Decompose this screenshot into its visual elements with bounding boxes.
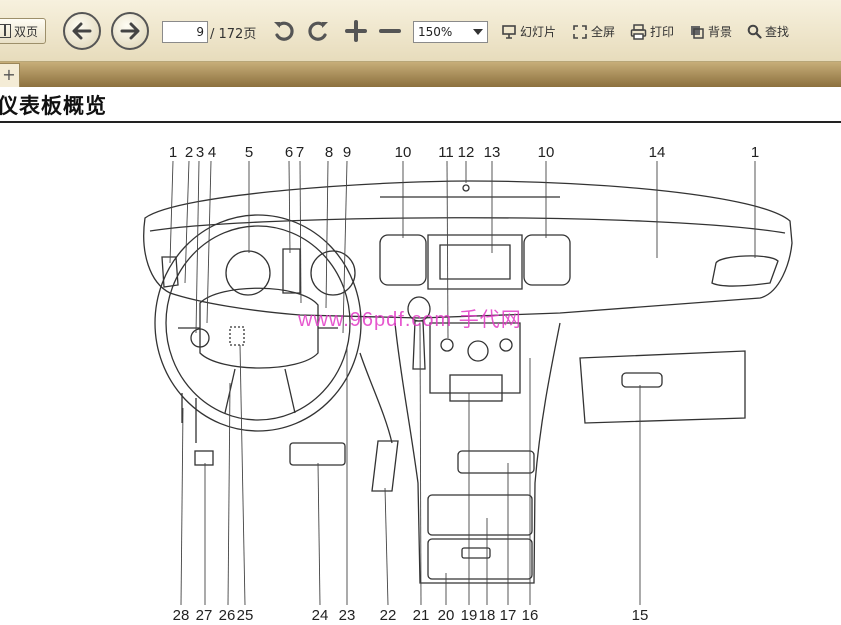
callout-label: 24 <box>312 607 329 624</box>
callout-label: 9 <box>343 144 351 161</box>
callout-label: 13 <box>484 144 501 161</box>
callout-label: 16 <box>522 607 539 624</box>
callout-label: 10 <box>395 144 412 161</box>
page-total: / 172页 <box>210 27 257 42</box>
find-button[interactable]: 查找 <box>747 23 789 40</box>
projector-icon <box>502 24 516 39</box>
callout-label: 12 <box>458 144 475 161</box>
rotate-ccw-icon <box>274 21 294 41</box>
callout-label: 8 <box>325 144 333 161</box>
callout-label: 17 <box>500 607 517 624</box>
print-label: 打印 <box>650 25 675 39</box>
callout-label: 2 <box>185 144 193 161</box>
new-tab-button[interactable]: + <box>0 63 20 87</box>
slideshow-label: 幻灯片 <box>520 25 557 39</box>
tab-bar: + <box>0 62 841 87</box>
fullscreen-label: 全屏 <box>591 25 616 39</box>
chevron-down-icon <box>473 29 483 35</box>
background-button[interactable]: 背景 <box>689 23 732 40</box>
viewer-toolbar: 双页 9 / 172页 150% <box>0 0 841 62</box>
rotate-cw-icon <box>308 21 328 41</box>
printer-icon <box>630 23 647 40</box>
page-title: 仪表板概览 <box>0 94 107 118</box>
callout-label: 1 <box>169 144 177 161</box>
plus-icon <box>345 20 367 42</box>
dual-page-button[interactable]: 双页 <box>0 18 46 44</box>
callout-label: 11 <box>438 144 454 161</box>
callout-label: 21 <box>413 607 430 624</box>
rotate-right-button[interactable] <box>304 17 332 45</box>
callouts-bottom: 28 27 26 25 24 23 22 21 20 19 18 17 16 1… <box>173 607 649 624</box>
dashboard-diagram: 1 2 3 4 5 6 7 8 9 10 11 12 13 10 14 1 28… <box>143 144 793 624</box>
arrow-left-icon <box>72 22 92 40</box>
callout-label: 28 <box>173 607 190 624</box>
watermark: www.96pdf.com 手代网 <box>298 309 522 331</box>
background-icon <box>691 25 704 39</box>
minus-icon <box>379 29 401 33</box>
previous-page-button[interactable] <box>63 12 101 50</box>
slideshow-button[interactable]: 幻灯片 <box>501 23 556 40</box>
callout-label: 14 <box>649 144 666 161</box>
next-page-button[interactable] <box>111 12 149 50</box>
callouts-top: 1 2 3 4 5 6 7 8 9 10 11 12 13 10 14 1 <box>169 144 759 161</box>
callout-label: 10 <box>538 144 555 161</box>
callout-label: 23 <box>339 607 356 624</box>
dual-page-label: 双页 <box>14 24 39 39</box>
find-label: 查找 <box>765 25 790 39</box>
callout-label: 25 <box>237 607 254 624</box>
callout-label: 18 <box>479 607 496 624</box>
arrow-right-icon <box>120 22 140 40</box>
page-number-input[interactable]: 9 <box>162 21 208 43</box>
callout-label: 7 <box>296 144 304 161</box>
callout-label: 4 <box>208 144 216 161</box>
callout-label: 26 <box>219 607 236 624</box>
zoom-select[interactable]: 150% <box>413 21 488 43</box>
callout-label: 3 <box>196 144 204 161</box>
dual-page-icon <box>0 24 11 38</box>
callout-label: 1 <box>751 144 759 161</box>
current-page-value: 9 <box>196 25 204 39</box>
search-icon <box>747 24 762 39</box>
callout-label: 5 <box>245 144 253 161</box>
fullscreen-icon <box>573 24 587 39</box>
fullscreen-button[interactable]: 全屏 <box>572 23 615 40</box>
background-label: 背景 <box>708 25 733 39</box>
zoom-value: 150% <box>418 25 453 39</box>
callout-label: 15 <box>632 607 649 624</box>
title-divider <box>0 121 841 123</box>
zoom-out-button[interactable] <box>376 17 404 45</box>
callout-label: 6 <box>285 144 293 161</box>
callout-label: 20 <box>438 607 455 624</box>
zoom-in-button[interactable] <box>342 17 370 45</box>
callout-label: 27 <box>196 607 213 624</box>
callout-label: 22 <box>380 607 397 624</box>
print-button[interactable]: 打印 <box>630 23 674 40</box>
rotate-left-button[interactable] <box>270 17 298 45</box>
callout-label: 19 <box>461 607 478 624</box>
